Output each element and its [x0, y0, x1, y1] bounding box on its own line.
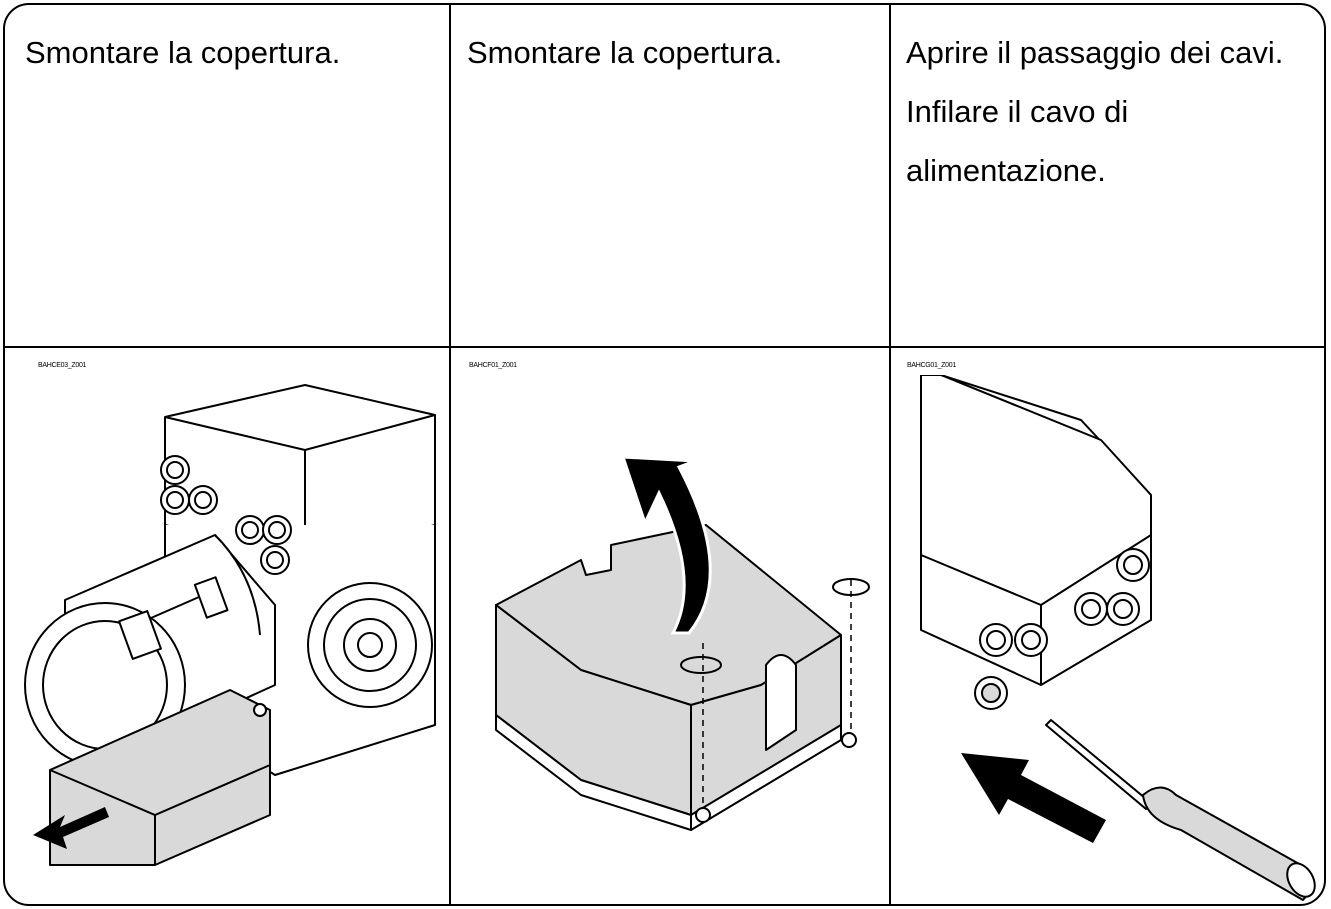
figure-code-1: BAHCE03_Z001	[38, 362, 87, 369]
motor-cover-removal-illustration	[24, 384, 436, 866]
lid-lift-unscrew-illustration	[495, 455, 870, 831]
figure-code-2: BAHCF01_Z001	[469, 362, 517, 369]
step-1-instruction: Smontare la copertura.	[25, 35, 341, 70]
screwdriver-cable-entry-illustration	[920, 375, 1316, 901]
column-divider	[889, 5, 891, 904]
row-divider	[5, 346, 1324, 348]
figure-code-3: BAHCG01_Z001	[907, 362, 956, 369]
instruction-table: Smontare la copertura. Smontare la coper…	[3, 3, 1326, 906]
step-2-instruction: Smontare la copertura.	[467, 35, 783, 70]
step-3-instruction: Aprire il passaggio dei cavi. Infilare i…	[906, 35, 1284, 188]
column-divider	[449, 5, 451, 904]
